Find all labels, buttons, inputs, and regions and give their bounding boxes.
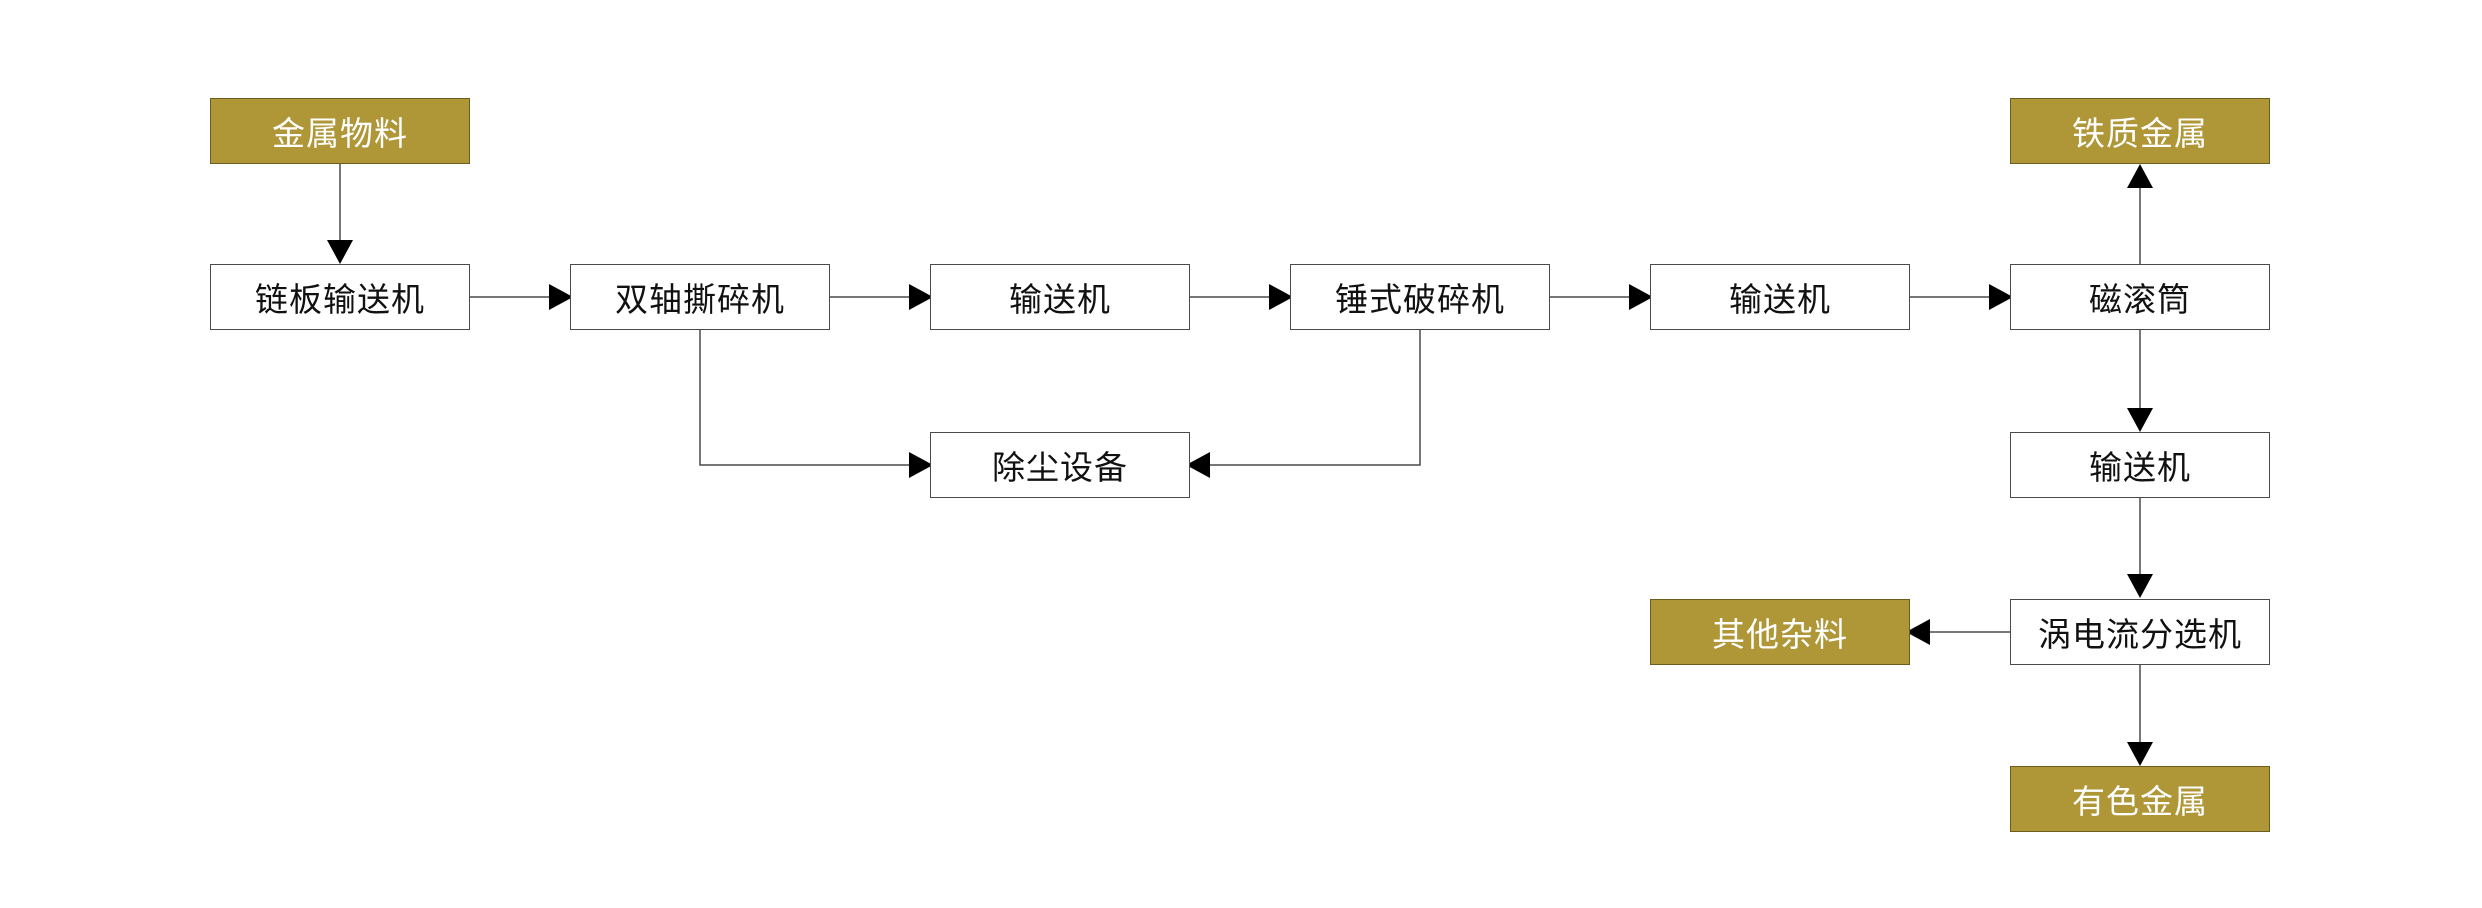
arrowhead-right-shredder [549, 284, 573, 310]
node-nonferrous-metal: 有色金属 [2010, 766, 2270, 832]
connector-shredder-to-dust [699, 330, 909, 466]
node-twin-shaft-shredder: 双轴撕碎机 [570, 264, 830, 330]
arrowhead-left-dust-right [1186, 452, 1210, 478]
arrowhead-down-eddy [2127, 574, 2153, 598]
arrowhead-down-conveyor3 [2127, 408, 2153, 432]
node-hammer-crusher: 锤式破碎机 [1290, 264, 1550, 330]
node-eddy-current-separator: 涡电流分选机 [2010, 599, 2270, 665]
arrowhead-down-nonferrous [2127, 742, 2153, 766]
node-dust-removal: 除尘设备 [930, 432, 1190, 498]
node-magnetic-drum: 磁滚筒 [2010, 264, 2270, 330]
arrowhead-left-impurities [1906, 619, 1930, 645]
node-conveyor-1: 输送机 [930, 264, 1190, 330]
node-chain-conveyor: 链板输送机 [210, 264, 470, 330]
node-other-impurities: 其他杂料 [1650, 599, 1910, 665]
arrowhead-right-drum [1989, 284, 2013, 310]
connector-hammer-to-dust [1210, 330, 1421, 466]
arrowhead-up-ferrous [2127, 164, 2153, 188]
arrowhead-right-conveyor2 [1629, 284, 1653, 310]
arrowhead-right-hammer [1269, 284, 1293, 310]
node-metal-material: 金属物料 [210, 98, 470, 164]
node-conveyor-2: 输送机 [1650, 264, 1910, 330]
node-conveyor-3: 输送机 [2010, 432, 2270, 498]
node-ferrous-metal: 铁质金属 [2010, 98, 2270, 164]
arrowhead-right-dust-left [909, 452, 933, 478]
arrowhead-right-conveyor1 [909, 284, 933, 310]
arrowhead-down-chain [327, 240, 353, 264]
